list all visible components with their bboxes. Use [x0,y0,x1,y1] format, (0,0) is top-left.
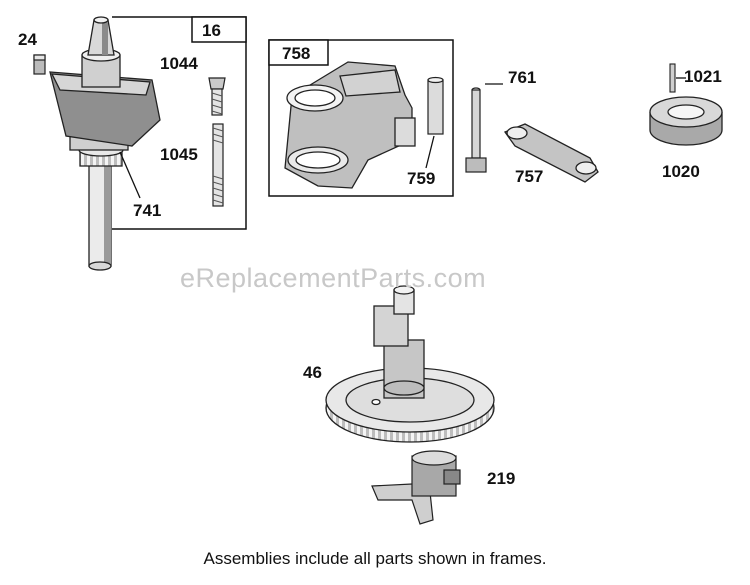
governor-part-219 [371,450,461,525]
label-757: 757 [515,167,544,186]
label-1020: 1020 [662,162,700,181]
label-758: 758 [282,44,311,63]
leader-759 [425,135,435,169]
bracket-part-758 [284,61,416,189]
label-741: 741 [133,201,162,220]
frame-16 [112,16,247,230]
shaft-part-761 [465,87,487,173]
label-761: 761 [508,68,537,87]
label-1021: 1021 [684,67,722,86]
link-part-757 [503,123,599,183]
pin-part-1021 [669,63,676,93]
label-759: 759 [407,169,436,188]
pin-part-759 [427,76,444,135]
bolt-part-1044 [208,77,226,116]
key-part-24 [33,54,46,75]
frame-758 [268,39,454,197]
ring-part-1020 [649,96,723,146]
watermark: eReplacementParts.com [180,263,487,293]
crankshaft-part-741 [49,16,161,271]
label-24: 24 [18,30,37,49]
leader-741 [119,151,141,199]
stud-part-1045 [212,123,224,207]
label-1044: 1044 [160,54,198,73]
label-46: 46 [303,363,322,382]
label-219: 219 [487,469,516,488]
label-1045: 1045 [160,145,198,164]
camshaft-part-46 [325,285,495,443]
caption: Assemblies include all parts shown in fr… [203,549,547,568]
label-16: 16 [202,21,221,40]
